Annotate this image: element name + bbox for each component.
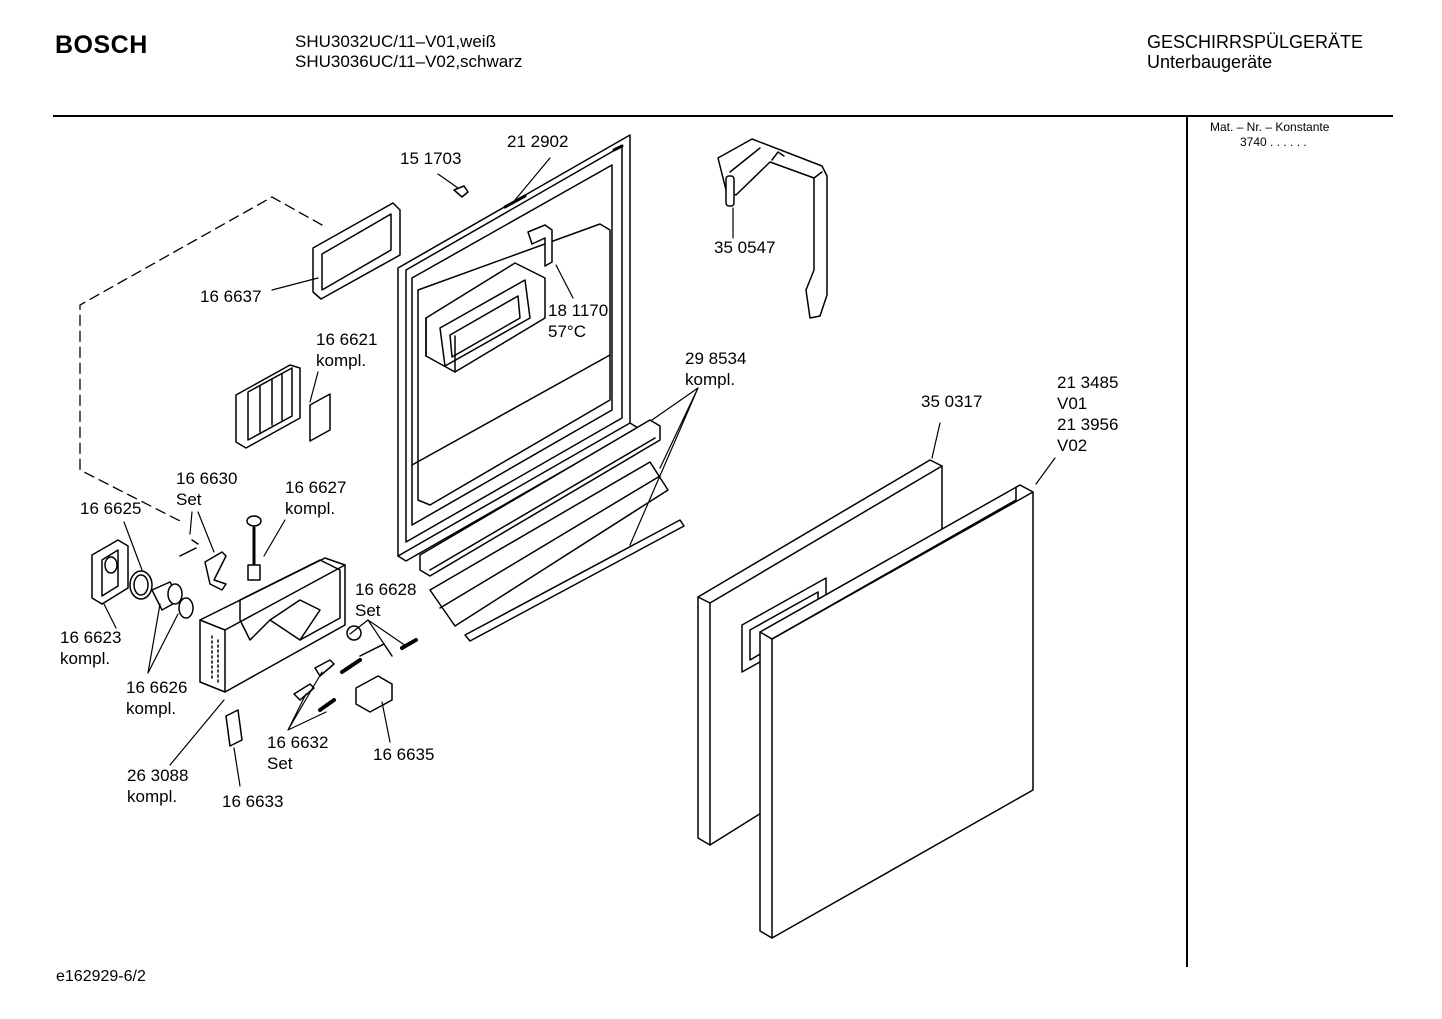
- callout-line: 16 6632: [267, 733, 328, 752]
- control-panel-housing: [199, 557, 346, 693]
- callout-line: 29 8534: [685, 349, 746, 368]
- filter-cover: [235, 364, 331, 449]
- callout-166625: 16 6625: [80, 499, 141, 518]
- callout-166637: 16 6637: [200, 287, 261, 306]
- callout-line: 16 6623: [60, 628, 121, 647]
- callout-line: 57°C: [548, 322, 586, 341]
- callout-line: V01: [1057, 394, 1087, 413]
- category-subtitle: Unterbaugeräte: [1147, 52, 1273, 72]
- callout-298534: 29 8534 kompl.: [685, 349, 746, 389]
- callout-166623: 16 6623 kompl.: [60, 628, 121, 668]
- material-constant-label: Mat. – Nr. – Konstante: [1210, 120, 1330, 134]
- thermostat-bracket: [527, 224, 553, 267]
- material-constant-value: 3740 . . . . . .: [1240, 135, 1307, 149]
- side-divider: [1186, 117, 1188, 967]
- callout-166633: 16 6633: [222, 792, 283, 811]
- hinge-bracket: [717, 138, 828, 319]
- callout-line: 16 6630: [176, 469, 237, 488]
- seal-frame: [312, 202, 401, 300]
- callout-line: 21 3956: [1057, 415, 1118, 434]
- door-inner-panel: [397, 134, 639, 562]
- callout-166635: 16 6635: [373, 745, 434, 764]
- callout-line: 16 6635: [373, 745, 434, 764]
- callout-350317: 35 0317: [921, 392, 982, 411]
- callout-line: kompl.: [285, 499, 335, 518]
- callout-line: 16 6625: [80, 499, 141, 518]
- callout-line: kompl.: [60, 649, 110, 668]
- leader-lines: [103, 157, 1056, 787]
- knob-assembly: [129, 570, 194, 619]
- callout-line: 16 6637: [200, 287, 261, 306]
- callout-181170: 18 1170 57°C: [548, 301, 608, 341]
- model-v02: SHU3036UC/11–V02,schwarz: [295, 52, 523, 71]
- category-title: GESCHIRRSPÜLGERÄTE: [1147, 32, 1364, 52]
- model-v01: SHU3032UC/11–V01,weiß: [295, 32, 496, 51]
- door-handle: [91, 539, 129, 605]
- brand-logo: BOSCH: [55, 31, 148, 59]
- material-constant: Mat. – Nr. – Konstante 3740 . . . . . .: [1210, 120, 1329, 150]
- appliance-category: GESCHIRRSPÜLGERÄTE Unterbaugeräte: [1147, 32, 1363, 72]
- callout-line: 21 2902: [507, 132, 568, 151]
- callout-line: 16 6621: [316, 330, 377, 349]
- callout-line: Set: [176, 490, 202, 509]
- callout-line: kompl.: [685, 370, 735, 389]
- assembly-dashed-outline: [79, 196, 323, 523]
- callout-212902: 21 2902: [507, 132, 568, 151]
- callout-line: 35 0547: [714, 238, 775, 257]
- callout-line: V02: [1057, 436, 1087, 455]
- callout-line: 21 3485: [1057, 373, 1118, 392]
- callout-line: kompl.: [127, 787, 177, 806]
- callout-line: 26 3088: [127, 766, 188, 785]
- spring-and-lever-parts: [179, 515, 418, 747]
- callout-350547: 35 0547: [714, 238, 775, 257]
- callout-line: 15 1703: [400, 149, 461, 168]
- dispenser-unit: [425, 262, 546, 373]
- callout-line: 35 0317: [921, 392, 982, 411]
- drawing-code: e162929-6/2: [56, 968, 146, 985]
- callout-151703: 15 1703: [400, 149, 461, 168]
- callout-line: 18 1170: [548, 301, 608, 320]
- callout-line: Set: [267, 754, 293, 773]
- callout-line: 16 6626: [126, 678, 187, 697]
- callout-166626: 16 6626 kompl.: [126, 678, 187, 718]
- callout-line: Set: [355, 601, 381, 620]
- callout-labels: 15 1703 21 2902 35 0547 16 6637 18 1170 5…: [60, 132, 1118, 811]
- callout-line: 16 6628: [355, 580, 416, 599]
- callout-263088: 26 3088 kompl.: [127, 766, 188, 806]
- callout-line: 16 6633: [222, 792, 283, 811]
- callout-166621: 16 6621 kompl.: [316, 330, 377, 370]
- front-panel: [759, 484, 1034, 939]
- screw-part: [453, 185, 469, 198]
- callout-line: kompl.: [316, 351, 366, 370]
- trim-strip: [419, 419, 685, 642]
- callout-line: kompl.: [126, 699, 176, 718]
- callout-166627: 16 6627 kompl.: [285, 478, 346, 518]
- model-list: SHU3032UC/11–V01,weiß SHU3036UC/11–V02,s…: [295, 32, 522, 72]
- callout-line: 16 6627: [285, 478, 346, 497]
- header-divider: [53, 115, 1393, 117]
